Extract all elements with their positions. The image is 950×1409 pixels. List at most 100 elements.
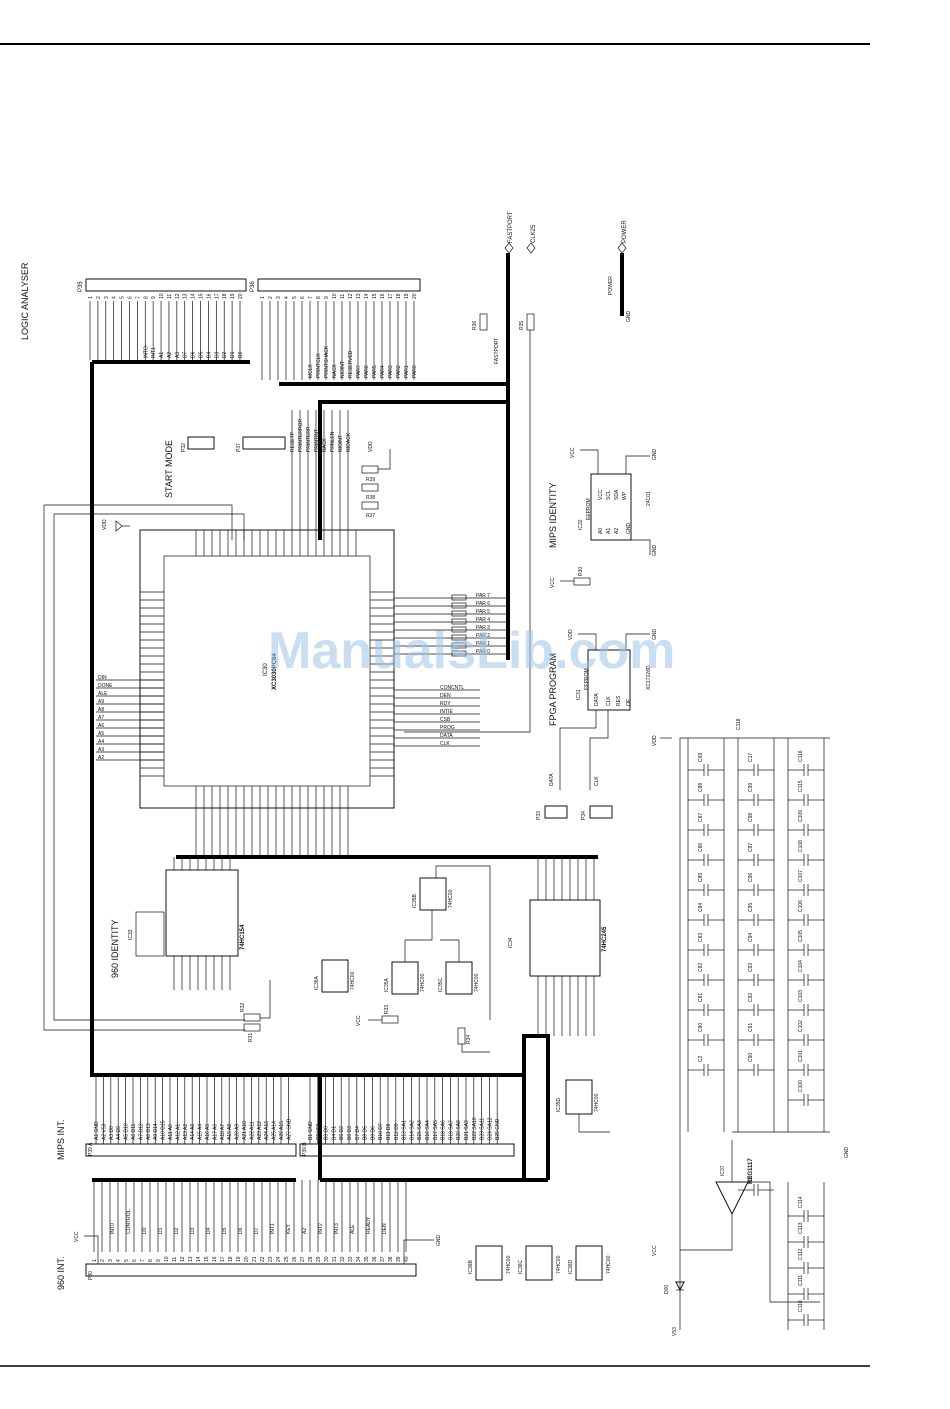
fpga-program-title: FPGA PROGRAM — [548, 653, 558, 726]
net-label: INT0 — [110, 1223, 116, 1234]
par-resistor — [451, 650, 467, 657]
transceiver-ic34: IC34 74HC245 — [508, 857, 608, 1036]
pin-number: 10 — [164, 1256, 170, 1262]
net-label: PAR5 — [372, 365, 378, 378]
svg-text:VDD: VDD — [652, 735, 658, 746]
pin-number: 15 — [372, 293, 378, 299]
pin-label: B14 SA2 — [409, 1120, 415, 1140]
resistor-r33: R33 VCC — [356, 1005, 399, 1026]
gate-ic35c: IC35C 74HC00 — [438, 961, 480, 995]
svg-text:IC30: IC30 — [263, 663, 269, 676]
svg-text:IC36B: IC36B — [468, 1259, 474, 1274]
pin-label: B4 D1 — [331, 1126, 337, 1140]
pin-number: 14 — [191, 293, 197, 299]
cap-label: C95 — [748, 903, 754, 912]
cap-label: C17 — [748, 753, 754, 762]
pin-number: 15 — [199, 293, 205, 299]
cap-label: C1 — [748, 1175, 754, 1182]
net-label: PRINTERR — [306, 426, 312, 452]
svg-text:SCL: SCL — [606, 490, 612, 500]
pin-number: 1 — [260, 296, 266, 299]
net-label: A6 — [98, 723, 104, 729]
pin-number: 1 — [88, 296, 94, 299]
pullup-resistors: R39 R38 R37 VDD — [361, 441, 391, 519]
pin-number: 17 — [214, 293, 220, 299]
svg-text:R32: R32 — [240, 1003, 246, 1012]
net-label: DEN — [440, 693, 451, 699]
net-label: A3 — [175, 352, 181, 358]
net-label: PAR 6 — [476, 601, 490, 607]
identity-960-title: 960 IDENTITY — [110, 919, 120, 978]
svg-text:74HC00: 74HC00 — [474, 973, 480, 992]
pin-number: 8 — [148, 1259, 154, 1262]
cap-label: C91 — [748, 1023, 754, 1032]
svg-text:DATA: DATA — [549, 773, 555, 786]
pin-number: 19 — [236, 1256, 242, 1262]
net-label: ALE — [350, 1224, 356, 1234]
pin-number: 33 — [348, 1256, 354, 1262]
svg-text:74HC00: 74HC00 — [594, 1093, 600, 1112]
svg-text:IC31: IC31 — [576, 689, 582, 700]
cap-label: C83 — [698, 933, 704, 942]
buffer-ic33: IC33 74HC154 — [128, 857, 246, 990]
svg-text:V53: V53 — [672, 1327, 678, 1336]
cap-label: C69 — [698, 753, 704, 762]
net-label: NIOINT — [340, 361, 346, 378]
svg-text:A1: A1 — [606, 528, 612, 534]
net-label: RESERVED — [348, 350, 354, 378]
cap-label: C110 — [798, 1300, 804, 1312]
resistors-r31-r32: R32 R31 — [240, 980, 271, 1042]
connector-p34: P34 CLK — [581, 776, 613, 820]
pin-label: A20 A9 — [235, 1124, 241, 1140]
pin-number: 3 — [104, 296, 110, 299]
svg-text:IC35B: IC35B — [412, 893, 418, 908]
pin-number: 32 — [340, 1256, 346, 1262]
svg-text:VDD: VDD — [102, 519, 108, 530]
pin-label: A14 A3 — [190, 1124, 196, 1140]
net-label: A3 — [98, 747, 104, 753]
pin-number: 30 — [324, 1256, 330, 1262]
svg-text:VDD: VDD — [368, 441, 374, 452]
net-label: ALE — [98, 691, 108, 697]
svg-text:GND: GND — [436, 1235, 442, 1247]
net-label: PRINTSHACK — [324, 345, 330, 378]
cap-label: C97 — [748, 843, 754, 852]
svg-text:VCC: VCC — [356, 1015, 362, 1026]
pin-label: A8 D13 — [146, 1123, 152, 1140]
net-label: PRINTINT — [314, 429, 320, 452]
par-resistor — [451, 610, 467, 617]
net-label: CONCNTL — [440, 685, 464, 691]
cap-label: C111 — [798, 1275, 804, 1286]
pin-label: A1 GND — [94, 1121, 100, 1140]
net-label: D5 — [222, 1227, 228, 1234]
net-label: CLK — [440, 741, 450, 747]
pin-number: 13 — [188, 1256, 194, 1262]
net-label: RDY — [440, 701, 451, 707]
pin-number: 12 — [348, 293, 354, 299]
pin-number: 28 — [308, 1256, 314, 1262]
svg-text:VDD: VDD — [568, 629, 574, 640]
clk25-port: CLK25 — [526, 224, 537, 254]
cap-label: C115 — [798, 780, 804, 792]
svg-text:R36: R36 — [472, 321, 478, 330]
pin-number: 35 — [364, 1256, 370, 1262]
svg-text:P39 A: P39 A — [88, 1142, 94, 1156]
pin-number: 24 — [276, 1256, 282, 1262]
svg-text:POWER: POWER — [608, 276, 614, 295]
par-bus-heavy — [318, 253, 510, 540]
pin-number: 31 — [332, 1256, 338, 1262]
pin-label: B19 SA7 — [448, 1120, 454, 1140]
pin-number: 18 — [228, 1256, 234, 1262]
svg-text:74HC00: 74HC00 — [448, 889, 454, 908]
pin-label: B12 D9 — [394, 1123, 400, 1140]
pin-label: B10 D7 — [378, 1123, 384, 1140]
net-label: INTIE — [440, 709, 453, 715]
net-label: A9 — [98, 699, 104, 705]
cap-label: C87 — [698, 813, 704, 822]
svg-text:DATA: DATA — [594, 693, 600, 706]
pin-label: A9 D14 — [153, 1123, 159, 1140]
net-label: PAR 4 — [476, 617, 490, 623]
cap-label: C109 — [798, 810, 804, 822]
